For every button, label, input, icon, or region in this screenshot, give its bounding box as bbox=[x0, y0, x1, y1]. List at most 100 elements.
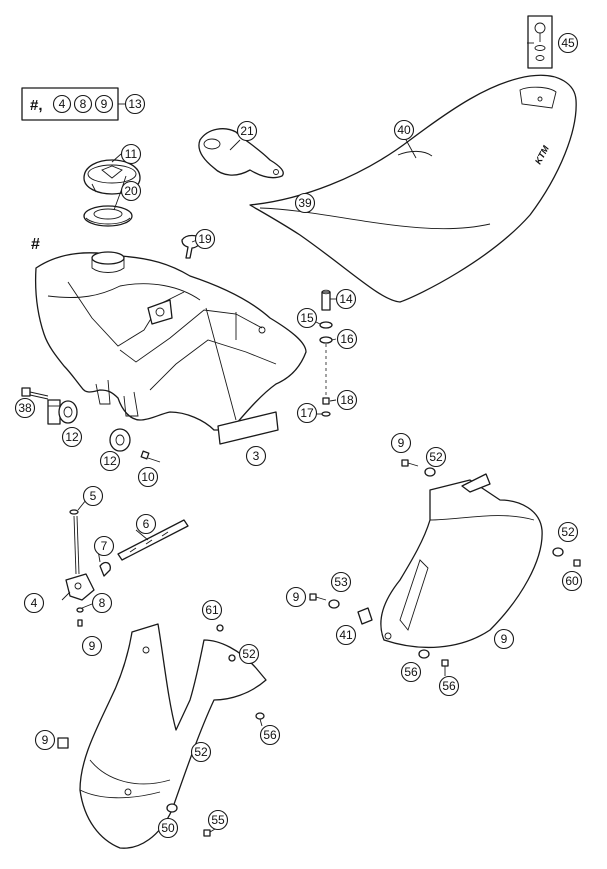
callout-number: 45 bbox=[561, 36, 575, 50]
callout-number: 9 bbox=[501, 632, 508, 646]
callout-number: 40 bbox=[397, 123, 411, 137]
callout-5: 5 bbox=[82, 485, 104, 507]
callout-number: 9 bbox=[42, 733, 49, 747]
callout-number: 9 bbox=[89, 639, 96, 653]
callout-39: 39 bbox=[294, 192, 316, 214]
callout-number: 21 bbox=[240, 124, 254, 138]
callout-layer: 4513402111203919141516381218173121095256… bbox=[14, 32, 583, 839]
callout-number: 20 bbox=[124, 184, 138, 198]
rubber-pad bbox=[47, 399, 61, 425]
callout-16: 16 bbox=[336, 328, 358, 350]
tank-bracket bbox=[198, 128, 284, 179]
callout-number: 56 bbox=[404, 665, 418, 679]
callout-56: 56 bbox=[438, 675, 460, 697]
callout-number: 41 bbox=[339, 628, 353, 642]
hose-clamp bbox=[99, 561, 111, 577]
callout-53: 53 bbox=[330, 571, 352, 593]
callout-20: 20 bbox=[120, 180, 142, 202]
callout-number: 5 bbox=[90, 489, 97, 503]
callout-number: 3 bbox=[253, 449, 260, 463]
callout-12: 12 bbox=[61, 426, 83, 448]
callout-number: 61 bbox=[205, 603, 219, 617]
callout-13: 13 bbox=[124, 93, 146, 115]
screw-56-lower bbox=[255, 712, 265, 727]
legend-item-8: 8 bbox=[73, 94, 93, 114]
callout-9: 9 bbox=[81, 635, 103, 657]
callout-number: 52 bbox=[194, 745, 208, 759]
callout-number: 6 bbox=[143, 517, 150, 531]
callout-number: 17 bbox=[300, 406, 314, 420]
callout-number: 13 bbox=[128, 97, 142, 111]
callout-number: 7 bbox=[101, 539, 108, 553]
callout-number: 53 bbox=[334, 575, 348, 589]
callout-19: 19 bbox=[194, 228, 216, 250]
callout-52: 52 bbox=[425, 446, 447, 468]
washer-53 bbox=[328, 599, 340, 609]
callout-9: 9 bbox=[285, 586, 307, 608]
rivet-56-upper bbox=[216, 624, 224, 632]
callout-15: 15 bbox=[296, 307, 318, 329]
seat: KTM bbox=[249, 74, 577, 303]
callout-number: 18 bbox=[340, 393, 354, 407]
callout-number: 16 bbox=[340, 332, 354, 346]
callout-38: 38 bbox=[14, 397, 36, 419]
svg-text:9: 9 bbox=[101, 97, 108, 111]
svg-text:8: 8 bbox=[80, 97, 87, 111]
callout-10: 10 bbox=[137, 466, 159, 488]
washer-52-top bbox=[424, 467, 436, 477]
screw-9-mid bbox=[309, 593, 327, 601]
heat-shield-strip bbox=[217, 411, 279, 445]
rubber-grommet-lower bbox=[109, 428, 131, 452]
callout-number: 19 bbox=[198, 232, 212, 246]
washer-52-bottom bbox=[418, 649, 430, 659]
callout-number: 50 bbox=[161, 821, 175, 835]
callout-number: 56 bbox=[442, 679, 456, 693]
callout-number: 12 bbox=[103, 454, 117, 468]
callout-number: 52 bbox=[429, 450, 443, 464]
callout-56: 56 bbox=[400, 661, 422, 683]
callout-number: 10 bbox=[141, 470, 155, 484]
callout-52: 52 bbox=[190, 741, 212, 763]
callout-number: 39 bbox=[298, 196, 312, 210]
callout-18: 18 bbox=[336, 389, 358, 411]
screw-9-top bbox=[401, 459, 419, 467]
callout-61: 61 bbox=[201, 599, 223, 621]
tank-hash-mark: # bbox=[31, 236, 40, 253]
callout-21: 21 bbox=[236, 120, 258, 142]
callout-9: 9 bbox=[34, 729, 56, 751]
rubber-grommet-upper bbox=[58, 400, 78, 424]
bolt-38 bbox=[21, 387, 49, 400]
callout-55: 55 bbox=[207, 809, 229, 831]
legend-prefix: #, bbox=[30, 97, 43, 114]
clip-nut-60 bbox=[357, 607, 373, 625]
callout-45: 45 bbox=[557, 32, 579, 54]
screw-10 bbox=[140, 450, 161, 463]
screw-9-right bbox=[573, 559, 581, 567]
fuel-tank: # bbox=[31, 236, 307, 431]
callout-11: 11 bbox=[120, 143, 142, 165]
fuel-tap-assembly bbox=[65, 509, 95, 627]
callout-3: 3 bbox=[245, 445, 267, 467]
callout-number: 15 bbox=[300, 311, 314, 325]
seat-bolt-kit bbox=[527, 15, 553, 69]
legend-item-4: 4 bbox=[52, 94, 72, 114]
callout-6: 6 bbox=[135, 513, 157, 535]
side-cover-right bbox=[380, 473, 543, 648]
callout-50: 50 bbox=[157, 817, 179, 839]
fuel-hose bbox=[117, 519, 189, 561]
clip-61 bbox=[57, 737, 69, 749]
callout-14: 14 bbox=[335, 288, 357, 310]
callout-8: 8 bbox=[91, 592, 113, 614]
filler-seal bbox=[83, 205, 133, 227]
screw-9-bottom bbox=[441, 659, 449, 676]
callout-number: 8 bbox=[99, 596, 106, 610]
callout-9: 9 bbox=[390, 432, 412, 454]
callout-number: 55 bbox=[211, 813, 225, 827]
radiator-shroud bbox=[79, 623, 267, 849]
callout-41: 41 bbox=[335, 624, 357, 646]
callout-52: 52 bbox=[557, 521, 579, 543]
callout-number: 9 bbox=[398, 436, 405, 450]
callout-12: 12 bbox=[99, 450, 121, 472]
callout-7: 7 bbox=[93, 535, 115, 557]
